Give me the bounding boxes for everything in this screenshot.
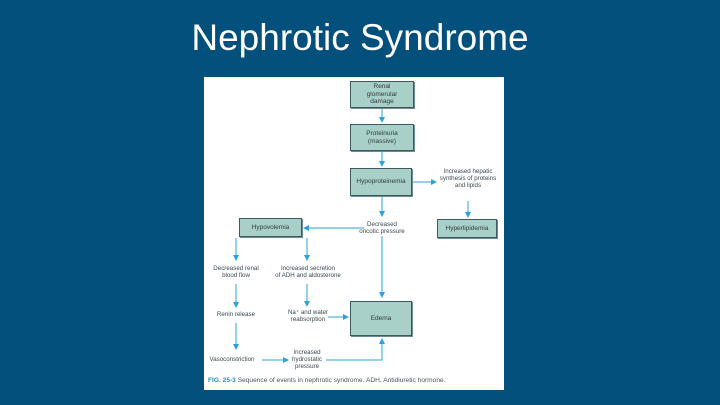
- label-hydrostatic: Increased hydrostatic pressure: [292, 349, 322, 370]
- node-proteinuria: Proteinuria (massive): [350, 124, 414, 151]
- figure-caption: FIG. 25-3 Sequence of events in nephroti…: [208, 377, 502, 385]
- flow-arrows: [233, 109, 471, 363]
- node-renal-damage: Renal glomerular damage: [350, 81, 414, 108]
- label-hepatic-synthesis: Increased hepatic synthesis of proteins …: [439, 168, 497, 189]
- caption-label: FIG. 25-3: [208, 377, 236, 384]
- node-hypovolemia: Hypovolemia: [239, 218, 302, 237]
- node-hypoproteinemia: Hypoproteinemia: [350, 168, 412, 196]
- label-vasoconstriction: Vasoconstriction: [209, 356, 255, 363]
- label-decreased-oncotic: Decreased oncotic pressure: [359, 221, 405, 235]
- arrow-hydrostatic-to-edema: [326, 338, 385, 361]
- label-decreased-renal-flow: Decreased renal blood flow: [213, 265, 259, 279]
- node-edema: Edema: [350, 301, 412, 336]
- flowchart-figure: Renal glomerular damage Proteinuria (mas…: [204, 77, 504, 390]
- caption-text: Sequence of events in nephrotic syndrome…: [235, 377, 446, 384]
- label-na-water: Na⁺ and water reabsorption: [287, 309, 329, 323]
- label-renin-release: Renin release: [216, 311, 256, 318]
- label-increased-adh: Increased secretion of ADH and aldostero…: [275, 265, 341, 279]
- slide-title: Nephrotic Syndrome: [191, 17, 529, 58]
- node-hyperlipidemia: Hyperlipidemia: [437, 219, 497, 238]
